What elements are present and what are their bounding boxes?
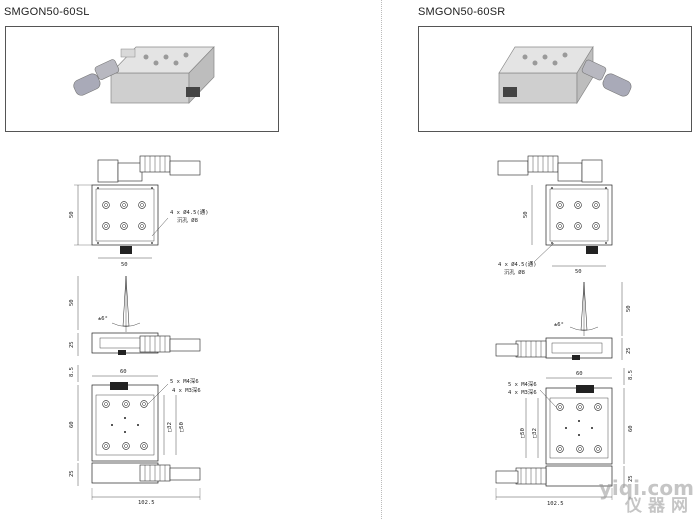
left-top-hole-note-1: 4 x Ø4.5(通) bbox=[170, 208, 209, 216]
right-bottom-height-dim: 60 bbox=[628, 425, 634, 432]
right-product-render bbox=[418, 26, 692, 132]
right-bottom-note-1: 5 x M4深6 bbox=[508, 380, 537, 388]
left-top-hole-note-2: 沉孔 Ø8 bbox=[177, 216, 198, 224]
right-stage-illustration bbox=[498, 45, 632, 105]
right-top-height-dim: 50 bbox=[523, 211, 529, 218]
left-top-view: 50 50 4 x Ø4.5(通) 沉孔 Ø8 bbox=[69, 155, 209, 268]
right-side-view: ±6° 50 25 bbox=[495, 281, 632, 360]
right-top-hole-note-2: 沉孔 Ø8 bbox=[504, 268, 525, 276]
left-top-height-dim: 50 bbox=[69, 211, 75, 218]
watermark: yiqi.com 仪器网 bbox=[599, 478, 694, 515]
left-product-render bbox=[5, 26, 279, 132]
center-divider bbox=[381, 0, 382, 519]
left-bottom-box-a: □32 bbox=[167, 422, 173, 432]
right-bottom-note-2: 4 x M3深6 bbox=[508, 388, 537, 396]
left-bottom-box-b: □50 bbox=[179, 422, 185, 432]
left-bottom-note-1: 5 x M4深6 bbox=[170, 377, 199, 385]
left-side-height-dim: 50 bbox=[69, 299, 75, 306]
right-bottom-width-dim: 60 bbox=[576, 371, 583, 377]
left-product-title: SMGON50-60SL bbox=[4, 6, 90, 18]
right-top-width-dim: 50 bbox=[575, 269, 582, 275]
right-bottom-total-dim: 102.5 bbox=[547, 501, 564, 507]
left-side-view: ±6° 50 25 bbox=[69, 275, 201, 356]
right-top-view: 50 50 4 x Ø4.5(通) 沉孔 Ø8 bbox=[497, 155, 613, 276]
left-side-angle: ±6° bbox=[98, 316, 108, 322]
right-bottom-box-b: □50 bbox=[520, 428, 526, 438]
left-bottom-top-dim: 8.5 bbox=[69, 367, 75, 377]
right-product-title: SMGON50-60SR bbox=[418, 6, 506, 18]
left-bottom-width-dim: 60 bbox=[120, 369, 127, 375]
right-bottom-lower-dim: 25 bbox=[628, 475, 634, 482]
watermark-line-2: 仪器网 bbox=[625, 496, 694, 516]
right-top-hole-note-1: 4 x Ø4.5(通) bbox=[498, 260, 537, 268]
right-side-height-dim: 50 bbox=[626, 305, 632, 312]
left-bottom-view: 8.5 60 60 5 x M4深6 4 x M3深6 □32 □50 25 1… bbox=[69, 365, 201, 506]
right-side-body-dim: 25 bbox=[626, 347, 632, 354]
left-bottom-height-dim: 60 bbox=[69, 421, 75, 428]
watermark-line-1: yiqi.com bbox=[598, 476, 694, 500]
left-bottom-note-2: 4 x M3深6 bbox=[172, 386, 201, 394]
right-bottom-top-dim: 8.5 bbox=[628, 370, 634, 380]
left-bottom-lower-dim: 25 bbox=[69, 470, 75, 477]
right-bottom-view: 60 8.5 60 5 x M4深6 4 x M3深6 □50 □32 25 1… bbox=[495, 368, 634, 507]
right-side-angle: ±6° bbox=[554, 322, 564, 328]
left-bottom-total-dim: 102.5 bbox=[138, 500, 155, 506]
left-stage-illustration bbox=[73, 46, 215, 104]
right-bottom-box-a: □32 bbox=[532, 428, 538, 438]
left-side-body-dim: 25 bbox=[69, 341, 75, 348]
left-top-width-dim: 50 bbox=[121, 262, 128, 268]
